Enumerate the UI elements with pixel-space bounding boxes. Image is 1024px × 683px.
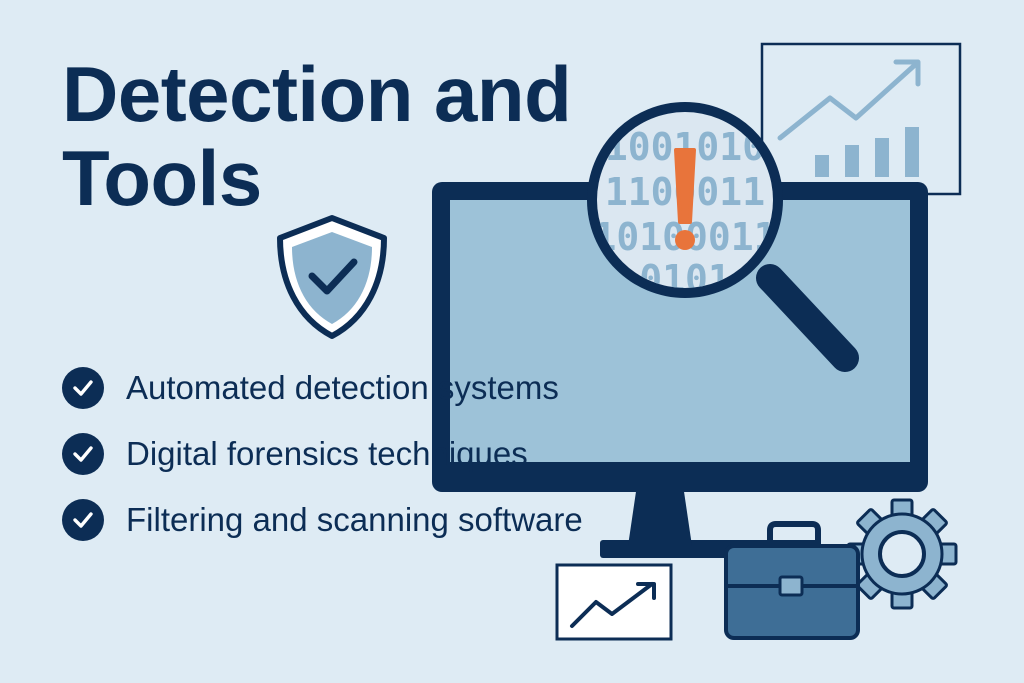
magnifying-glass-icon: 1001010 1100011 10100011 0101 bbox=[587, 102, 859, 372]
feature-list: Automated detection systems Digital fore… bbox=[62, 355, 583, 553]
shield-check-icon bbox=[277, 215, 387, 339]
binary-row-2: 1100011 bbox=[605, 170, 765, 214]
feature-label: Digital forensics techniques bbox=[126, 435, 528, 472]
check-circle-icon bbox=[62, 367, 104, 409]
feature-label: Automated detection systems bbox=[126, 369, 559, 406]
title-line-2: Tools bbox=[62, 134, 262, 222]
binary-row-3: 10100011 bbox=[593, 215, 776, 259]
trend-chart-frame-icon bbox=[760, 42, 962, 196]
exclamation-icon bbox=[674, 148, 696, 250]
briefcase-icon bbox=[724, 521, 860, 640]
binary-row-1: 1001010 bbox=[605, 125, 765, 169]
list-item: Automated detection systems bbox=[62, 355, 583, 421]
trend-chart-icon bbox=[555, 563, 673, 641]
check-circle-icon bbox=[62, 433, 104, 475]
list-item: Digital forensics techniques bbox=[62, 421, 583, 487]
gear-icon bbox=[846, 498, 958, 610]
page-title: Detection and Tools bbox=[62, 52, 622, 220]
binary-row-4: 0101 bbox=[639, 257, 731, 301]
title-line-1: Detection and bbox=[62, 50, 572, 138]
list-item: Filtering and scanning software bbox=[62, 487, 583, 553]
check-circle-icon bbox=[62, 499, 104, 541]
feature-label: Filtering and scanning software bbox=[126, 501, 583, 538]
